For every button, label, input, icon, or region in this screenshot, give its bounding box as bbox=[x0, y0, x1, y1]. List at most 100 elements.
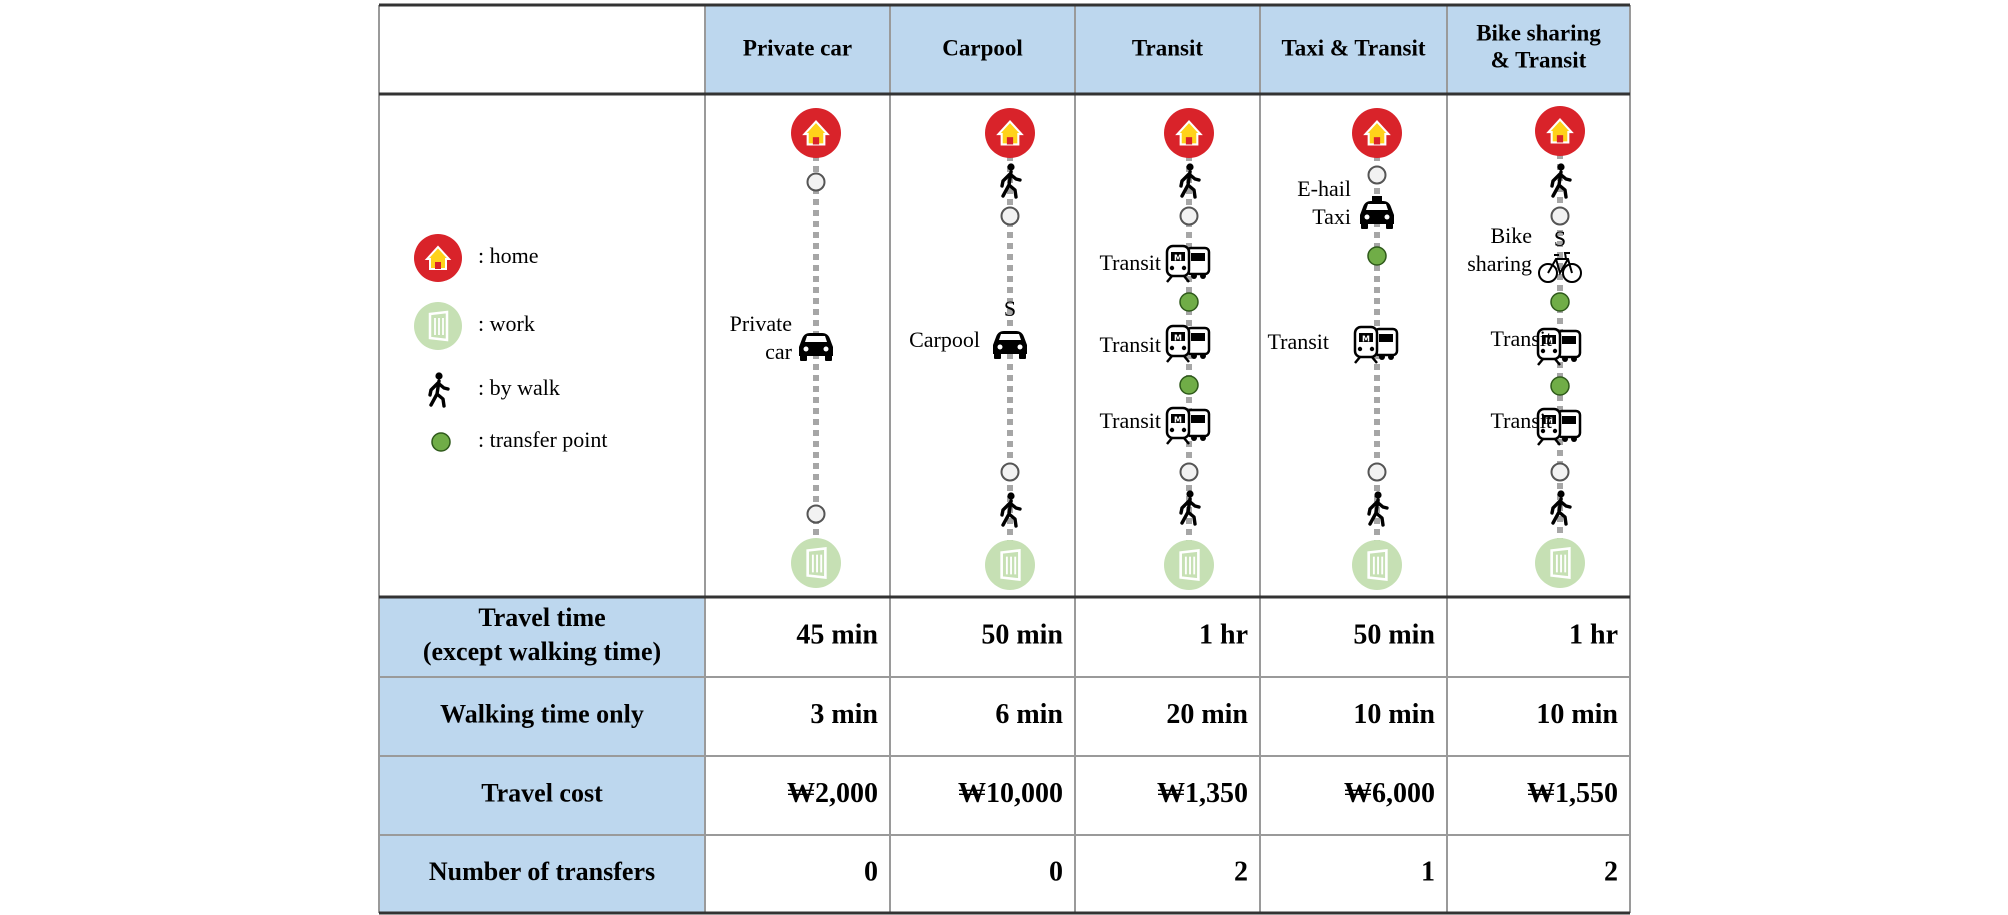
stop-circle bbox=[806, 504, 826, 524]
row-labels: Travel time (except walking time) Walking … bbox=[423, 603, 661, 886]
cell-cost: ₩10,000 bbox=[958, 778, 1063, 809]
row-label: (except walking time) bbox=[423, 637, 661, 666]
transfer-point-icon bbox=[1179, 292, 1199, 312]
home-icon bbox=[1352, 108, 1402, 158]
walking-person-icon bbox=[1000, 163, 1022, 199]
cell-walking: 6 min bbox=[995, 699, 1063, 730]
route-label: Transit bbox=[1490, 408, 1552, 433]
route-1: Private car bbox=[730, 108, 841, 588]
route-label: Transit bbox=[1099, 250, 1161, 275]
legend-label-walk: : by walk bbox=[478, 375, 560, 400]
work-icon bbox=[1352, 540, 1402, 590]
cell-walking: 10 min bbox=[1353, 699, 1435, 730]
row-label: Travel time bbox=[478, 603, 605, 632]
bicycle-icon bbox=[1538, 252, 1582, 283]
metro-letter-icon: M bbox=[1174, 254, 1182, 263]
home-icon bbox=[985, 108, 1035, 158]
train-bus-icon: M bbox=[1353, 325, 1399, 364]
column-header: Taxi & Transit bbox=[1282, 35, 1426, 60]
cell-travel_time: 50 min bbox=[981, 619, 1063, 650]
cell-transfers: 0 bbox=[864, 856, 878, 887]
cell-cost: ₩1,550 bbox=[1527, 778, 1618, 809]
cell-transfers: 2 bbox=[1234, 856, 1248, 887]
table-grid bbox=[378, 3, 1631, 915]
cell-walking: 20 min bbox=[1166, 699, 1248, 730]
column-header-line1: Bike sharing bbox=[1476, 20, 1601, 45]
metro-letter-icon: M bbox=[1174, 416, 1182, 425]
column-header-line2: & Transit bbox=[1491, 47, 1587, 72]
row-label: Travel cost bbox=[481, 778, 603, 807]
train-bus-icon: M bbox=[1165, 406, 1211, 445]
stop-circle bbox=[1367, 165, 1387, 185]
stop-circle bbox=[1550, 206, 1570, 226]
column-header: Private car bbox=[743, 35, 852, 60]
cell-transfers: 2 bbox=[1604, 856, 1618, 887]
legend-label-green: : transfer point bbox=[478, 427, 608, 452]
stop-circle bbox=[806, 172, 826, 192]
walking-person-icon bbox=[1550, 163, 1572, 199]
route-label: Bike bbox=[1490, 223, 1532, 248]
route-label: car bbox=[765, 339, 793, 364]
route-label: Private bbox=[730, 311, 792, 336]
cell-cost: ₩1,350 bbox=[1157, 778, 1248, 809]
route-label: Transit bbox=[1099, 332, 1161, 357]
cell-travel_time: 1 hr bbox=[1569, 619, 1618, 650]
work-icon bbox=[414, 302, 462, 350]
work-icon bbox=[791, 538, 841, 588]
route-label: Transit bbox=[1267, 329, 1329, 354]
taxi-icon bbox=[1360, 196, 1394, 229]
cell-walking: 10 min bbox=[1536, 699, 1618, 730]
home-icon bbox=[1535, 106, 1585, 156]
column-headers: Private car Carpool Transit Taxi & Transit B… bbox=[743, 20, 1601, 72]
stop-circle bbox=[1000, 462, 1020, 482]
cell-transfers: 1 bbox=[1421, 856, 1435, 887]
row-label: Number of transfers bbox=[429, 857, 655, 886]
column-header: Carpool bbox=[942, 35, 1023, 60]
route-diagrams: PrivatecarSCarpoolMTransitMTransitMTrans… bbox=[730, 106, 1585, 590]
legend-label-home: : home bbox=[478, 243, 539, 268]
cell-travel_time: 45 min bbox=[796, 619, 878, 650]
train-bus-icon: M bbox=[1536, 407, 1582, 446]
cell-cost: ₩2,000 bbox=[787, 778, 878, 809]
metro-letter-icon: M bbox=[1545, 417, 1553, 426]
home-icon bbox=[791, 108, 841, 158]
train-bus-icon: M bbox=[1536, 327, 1582, 366]
route-label: sharing bbox=[1467, 251, 1532, 276]
work-icon bbox=[1164, 540, 1214, 590]
row-label: Walking time only bbox=[440, 699, 644, 728]
route-label: Taxi bbox=[1312, 204, 1351, 229]
home-icon bbox=[1164, 108, 1214, 158]
metro-letter-icon: M bbox=[1545, 337, 1553, 346]
stop-circle bbox=[1179, 206, 1199, 226]
transfer-point-icon bbox=[431, 432, 451, 452]
transfer-point-icon bbox=[1550, 292, 1570, 312]
route-label: Transit bbox=[1490, 326, 1552, 351]
walking-person-icon bbox=[428, 372, 450, 408]
cell-cost: ₩6,000 bbox=[1344, 778, 1435, 809]
work-icon bbox=[1535, 538, 1585, 588]
route-label: Transit bbox=[1099, 408, 1161, 433]
cell-transfers: 0 bbox=[1049, 856, 1063, 887]
walking-person-icon bbox=[1367, 491, 1389, 527]
cell-travel_time: 1 hr bbox=[1199, 619, 1248, 650]
route-label: E-hail bbox=[1297, 176, 1351, 201]
car-icon bbox=[993, 331, 1027, 359]
cell-walking: 3 min bbox=[810, 699, 878, 730]
home-icon bbox=[414, 234, 462, 282]
walking-person-icon bbox=[1179, 163, 1201, 199]
train-bus-icon: M bbox=[1165, 324, 1211, 363]
route-label: Carpool bbox=[909, 327, 980, 352]
sharing-s-icon: S bbox=[1554, 226, 1566, 251]
stop-circle bbox=[1000, 206, 1020, 226]
walking-person-icon bbox=[1000, 492, 1022, 528]
metro-letter-icon: M bbox=[1362, 335, 1370, 344]
work-icon bbox=[985, 540, 1035, 590]
stop-circle bbox=[1550, 462, 1570, 482]
column-header: Transit bbox=[1132, 35, 1203, 60]
